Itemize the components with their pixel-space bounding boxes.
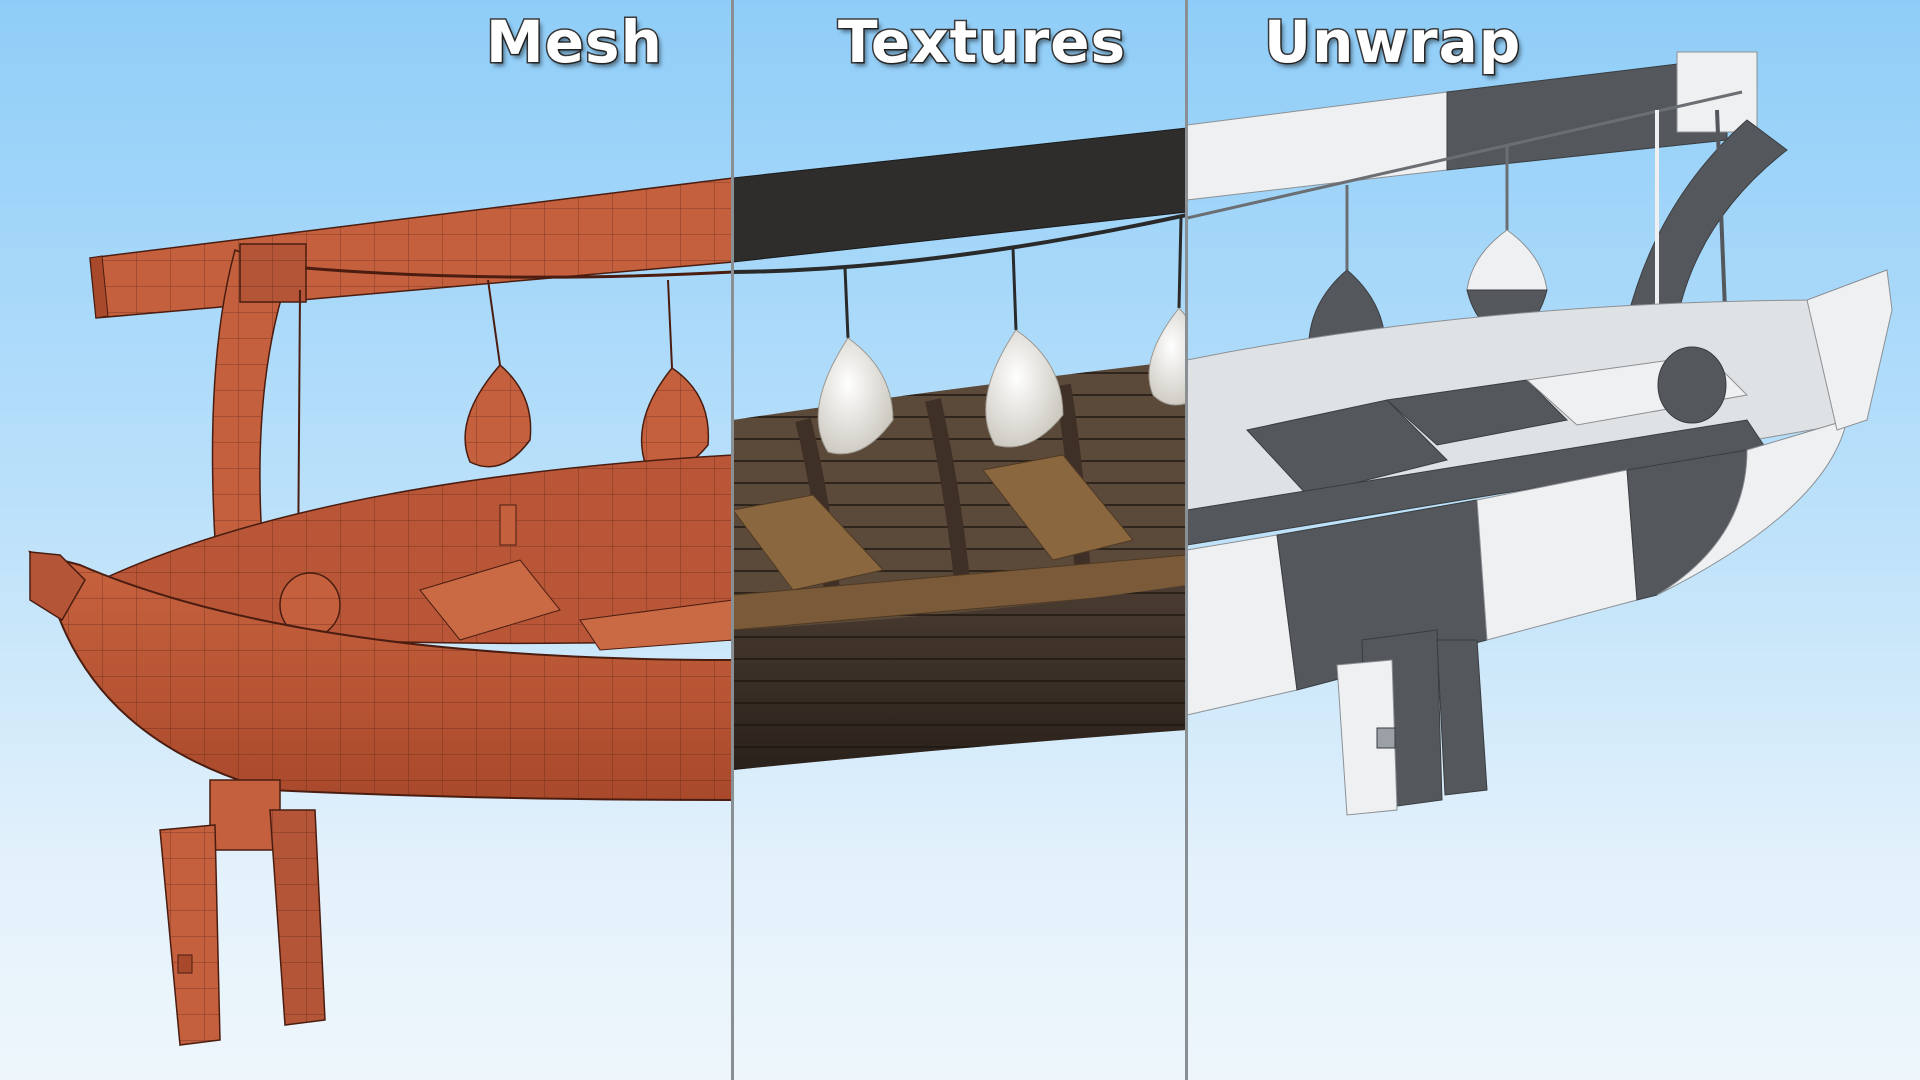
winch-drum-unwrap — [1657, 346, 1727, 424]
panel-divider-right — [1185, 0, 1188, 1080]
thwart-seats-textured — [733, 454, 1187, 631]
mesh-panel-title: Mesh — [485, 7, 664, 78]
boat-hull-mesh — [28, 454, 733, 802]
textures-panel-title: Textures — [836, 7, 1127, 78]
unwrap-panel — [1187, 51, 1893, 816]
rope-mesh — [304, 266, 733, 279]
unwrap-panel-title: Unwrap — [1262, 7, 1522, 78]
fender-textured — [1148, 217, 1187, 406]
rope-textured — [733, 213, 1187, 274]
crane-arm-unwrap — [1626, 119, 1788, 321]
keel-bracket-unwrap — [1336, 629, 1488, 816]
fender-textured — [985, 247, 1064, 448]
fender-mesh — [464, 279, 532, 468]
crane-beam-mesh — [89, 177, 733, 319]
fender-textured — [817, 267, 894, 455]
fender-mesh — [640, 279, 710, 472]
thwart-seats-unwrap — [1187, 354, 1768, 546]
mesh-panel — [28, 177, 733, 1046]
panel-divider-left — [731, 0, 734, 1080]
crane-arm-mesh — [211, 243, 307, 541]
boat-hull-unwrap — [1187, 269, 1893, 716]
keel-bracket-mesh — [159, 779, 326, 1046]
textures-panel — [733, 127, 1187, 770]
crane-beam-textured — [733, 127, 1187, 263]
fender-unwrap — [1466, 145, 1548, 336]
